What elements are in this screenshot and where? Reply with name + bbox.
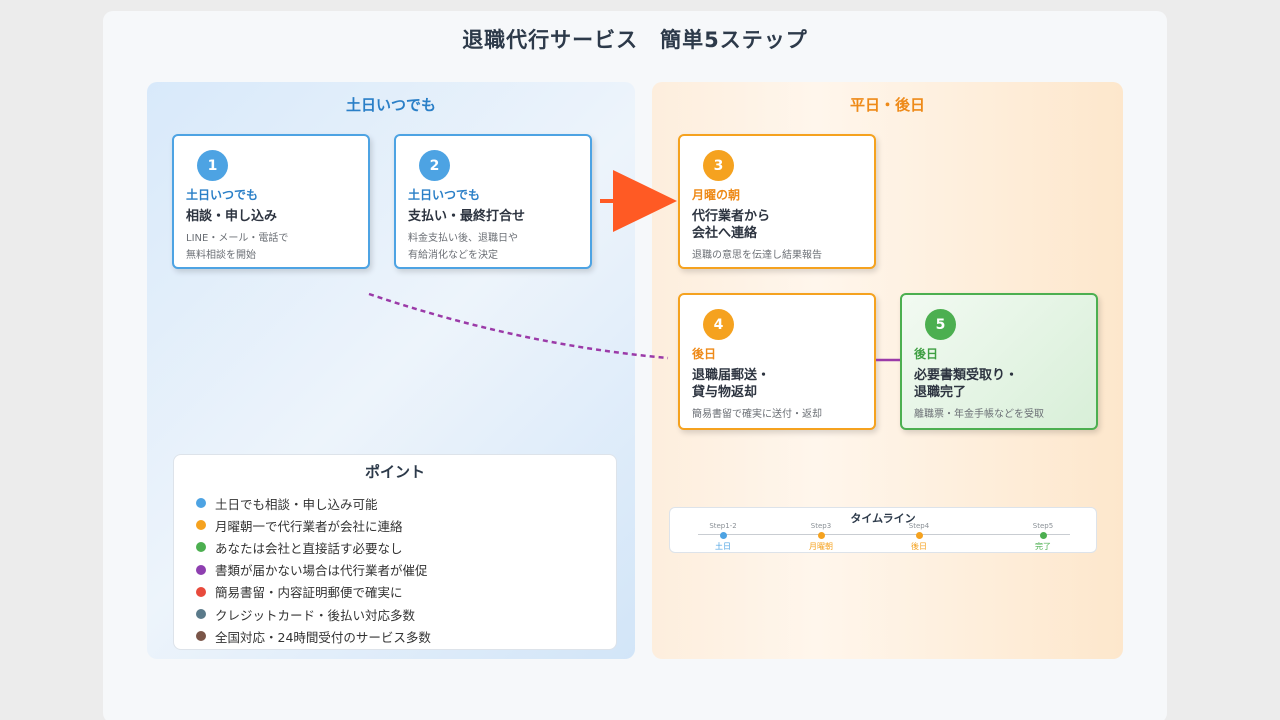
step-2-timing: 土日いつでも xyxy=(408,188,481,202)
step-4-timing: 後日 xyxy=(692,347,717,361)
points-list: 土日でも相談・申し込み可能 月曜朝一で代行業者が会社に連絡 あなたは会社と直接話… xyxy=(174,492,616,647)
step-2-heading: 支払い・最終打合せ xyxy=(408,209,526,224)
weekend-panel-title: 土日いつでも xyxy=(345,96,436,114)
bullet-dot-icon xyxy=(196,542,206,553)
step-5-heading: 必要書類受取り・ 退職完了 xyxy=(914,368,1019,400)
diagram-title: 退職代行サービス 簡単5ステップ xyxy=(462,28,808,52)
point-item: 月曜朝一で代行業者が会社に連絡 xyxy=(196,514,616,536)
step-4-card: 4 後日 退職届郵送・ 貸与物返却 簡易書留で確実に送付・返却 xyxy=(678,293,876,430)
step-5-timing: 後日 xyxy=(914,347,939,361)
step-2-badge: 2 xyxy=(419,150,450,181)
timeline-axis xyxy=(698,534,1070,535)
bullet-dot-icon xyxy=(196,609,206,620)
bullet-dot-icon xyxy=(196,631,206,642)
step-2-card: 2 土日いつでも 支払い・最終打合せ 料金支払い後、退職日や 有給消化などを決定 xyxy=(394,134,592,269)
connector-dashed-2-to-4 xyxy=(368,292,669,360)
step-5-card: 5 後日 必要書類受取り・ 退職完了 離職票・年金手帳などを受取 xyxy=(900,293,1098,430)
step-3-card: 3 月曜の朝 代行業者から 会社へ連絡 退職の意思を伝達し結果報告 xyxy=(678,134,876,269)
point-item: 土日でも相談・申し込み可能 xyxy=(196,492,616,514)
step-3-heading: 代行業者から 会社へ連絡 xyxy=(692,209,771,241)
timeline-dot-icon xyxy=(1039,532,1047,539)
points-box: ポイント 土日でも相談・申し込み可能 月曜朝一で代行業者が会社に連絡 あなたは会… xyxy=(173,454,617,650)
timeline-node: Step1-2 土日 xyxy=(709,522,737,551)
step-4-heading: 退職届郵送・ 貸与物返却 xyxy=(692,368,771,400)
bullet-dot-icon xyxy=(196,520,206,531)
step-5-badge: 5 xyxy=(925,309,956,340)
step-4-badge: 4 xyxy=(703,309,734,340)
step-1-description: LINE・メール・電話で 無料相談を開始 xyxy=(186,233,289,261)
step-1-badge: 1 xyxy=(197,150,228,181)
point-item: 簡易書留・内容証明郵便で確実に xyxy=(196,581,616,603)
timeline-dot-icon xyxy=(719,532,727,539)
step-1-card: 1 土日いつでも 相談・申し込み LINE・メール・電話で 無料相談を開始 xyxy=(172,134,370,269)
step-2-description: 料金支払い後、退職日や 有給消化などを決定 xyxy=(408,233,518,261)
step-1-heading: 相談・申し込み xyxy=(186,209,278,224)
timeline-node: Step5 完了 xyxy=(1032,522,1054,551)
step-4-description: 簡易書留で確実に送付・返却 xyxy=(692,409,822,420)
points-title: ポイント xyxy=(364,463,425,481)
step-3-timing: 月曜の朝 xyxy=(692,188,741,202)
timeline-dot-icon xyxy=(915,532,923,539)
bullet-dot-icon xyxy=(196,498,206,509)
point-item: 全国対応・24時間受付のサービス多数 xyxy=(196,625,616,647)
step-5-description: 離職票・年金手帳などを受取 xyxy=(914,409,1044,420)
timeline-node: Step4 後日 xyxy=(908,522,930,551)
arrow-2-to-3-icon xyxy=(613,170,677,232)
bullet-dot-icon xyxy=(196,564,206,575)
weekday-panel-title: 平日・後日 xyxy=(849,96,925,114)
bullet-dot-icon xyxy=(196,586,206,597)
point-item: 書類が届かない場合は代行業者が催促 xyxy=(196,559,616,581)
timeline-node: Step3 月曜朝 xyxy=(809,522,833,551)
timeline-title: タイムライン xyxy=(850,512,916,525)
timeline-box: タイムライン Step1-2 土日 Step3 月曜朝 Step4 後日 Ste… xyxy=(669,507,1097,553)
point-item: クレジットカード・後払い対応多数 xyxy=(196,603,616,625)
step-1-timing: 土日いつでも xyxy=(186,188,259,202)
timeline-dot-icon xyxy=(817,532,825,539)
step-3-description: 退職の意思を伝達し結果報告 xyxy=(692,250,822,261)
step-3-badge: 3 xyxy=(703,150,734,181)
point-item: あなたは会社と直接話す必要なし xyxy=(196,536,616,558)
